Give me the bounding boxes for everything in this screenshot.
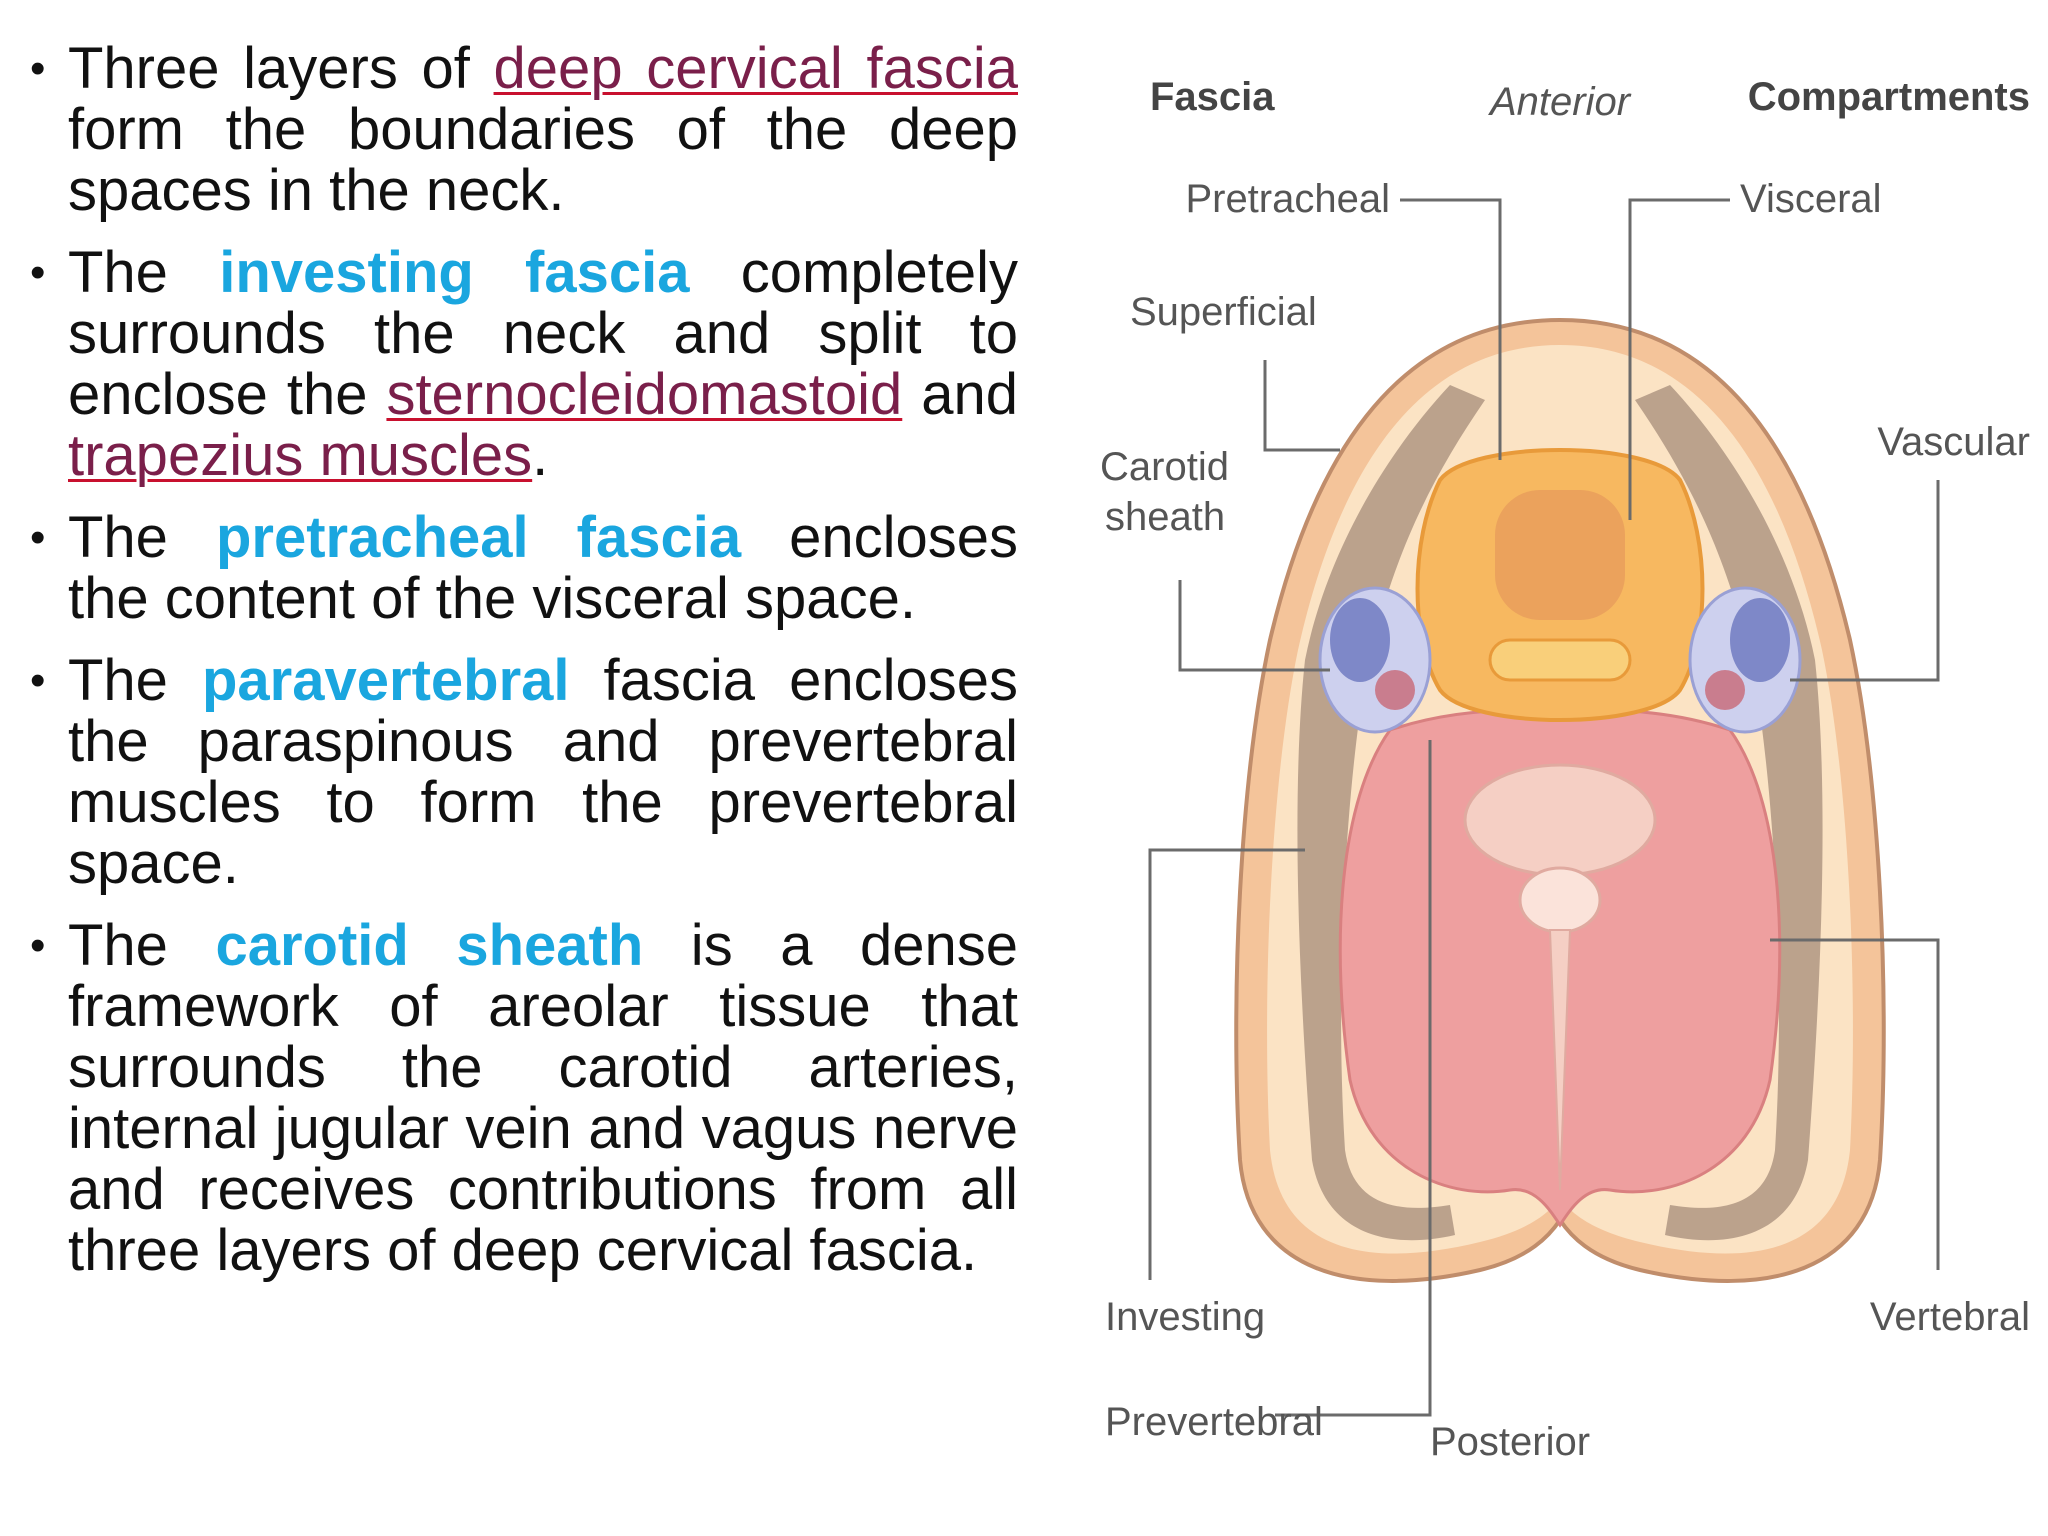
neck-cross-section-diagram: Fascia Anterior Compartments Pretracheal…: [1100, 75, 2030, 1464]
vascular-leader: [1790, 480, 1940, 682]
spinous-process: [1548, 929, 1572, 1191]
posterior-label: Posterior: [1430, 1420, 1590, 1464]
bullet-text: The: [68, 240, 220, 305]
text-panel: • Three layers of deep cervical fascia fo…: [28, 38, 1018, 1302]
bullet-text: encloses the content of the visceral spa…: [68, 505, 1018, 631]
bullet-dot: •: [30, 44, 46, 93]
left-carotid-artery: [1375, 670, 1415, 710]
bullet-text: is a dense framework of areolar tissue t…: [68, 913, 1019, 1283]
prevertebral-label: Prevertebral: [1105, 1400, 1323, 1444]
carotid-sheath-label-line2: sheath: [1105, 495, 1225, 539]
bullet-text: The: [68, 505, 216, 570]
carotid-sheath-term: carotid sheath: [215, 913, 644, 978]
bullet-text: completely surrounds the neck and split …: [68, 240, 1018, 427]
paravertebral-term: paravertebral: [201, 648, 570, 713]
bullet-text: fascia encloses the paraspinous and prev…: [68, 648, 1018, 896]
bullet-text: The: [68, 648, 202, 713]
investing-label: Investing: [1105, 1295, 1265, 1339]
bullet-dot: •: [30, 248, 46, 297]
esophagus: [1488, 638, 1632, 682]
bullet-item: • The investing fascia completely surroun…: [28, 242, 1018, 486]
pretracheal-label: Pretracheal: [1185, 177, 1390, 221]
bullet-dot: •: [30, 921, 46, 970]
trachea: [1495, 490, 1625, 620]
bullet-item: • The carotid sheath is a dense framework…: [28, 915, 1018, 1281]
pretracheal-leader: [1400, 198, 1502, 460]
bullet-item: • Three layers of deep cervical fascia fo…: [28, 38, 1018, 221]
right-carotid-artery: [1705, 670, 1745, 710]
bullet-dot: •: [30, 513, 46, 562]
superficial-leader: [1263, 360, 1340, 452]
bullet-text: The: [68, 913, 216, 978]
vertebral-label: Vertebral: [1870, 1295, 2030, 1339]
spinal-canal: [1518, 866, 1602, 934]
superficial-label: Superficial: [1130, 290, 1317, 334]
bullet-item: • The paravertebral fascia encloses the p…: [28, 650, 1018, 894]
right-jugular-vein: [1730, 598, 1790, 682]
bullet-text: .: [532, 423, 549, 488]
investing-leader: [1148, 848, 1305, 1280]
trapezius-muscles-link[interactable]: trapezius muscles: [68, 423, 533, 488]
bullet-text: Three layers of: [68, 36, 494, 101]
bullet-dot: •: [30, 656, 46, 705]
visceral-leader: [1628, 198, 1730, 520]
vertebral-leader: [1770, 938, 1940, 1270]
anterior-label: Anterior: [1488, 80, 1632, 124]
carotid-sheath-leader: [1178, 580, 1330, 672]
deep-cervical-fascia-link[interactable]: deep cervical fascia: [493, 36, 1018, 101]
investing-fascia-term: investing fascia: [219, 240, 690, 305]
left-jugular-vein: [1330, 598, 1390, 682]
sternocleidomastoid-link[interactable]: sternocleidomastoid: [386, 362, 903, 427]
visceral-label: Visceral: [1740, 177, 1882, 221]
prevertebral-leader: [1275, 740, 1432, 1417]
bullet-item: • The pretracheal fascia encloses the con…: [28, 507, 1018, 629]
bullet-text: form the boundaries of the deep spaces i…: [68, 97, 1018, 223]
vertebral-body: [1463, 763, 1657, 877]
vascular-label: Vascular: [1877, 420, 2030, 464]
fascia-header: Fascia: [1150, 75, 1275, 119]
carotid-sheath-label-line1: Carotid: [1100, 445, 1229, 489]
pretracheal-fascia-term: pretracheal fascia: [215, 505, 742, 570]
compartments-header: Compartments: [1748, 75, 2030, 119]
bullet-list: • Three layers of deep cervical fascia fo…: [28, 38, 1018, 1281]
bullet-text: and: [902, 362, 1018, 427]
